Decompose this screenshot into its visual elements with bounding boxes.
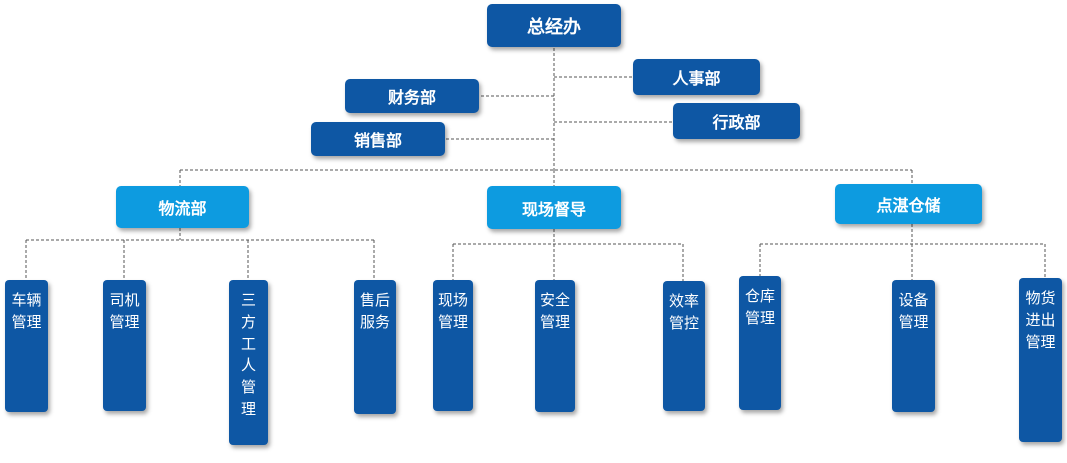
aftersales-label: 售后服务 — [359, 291, 390, 331]
unit-depot: 仓库管理 — [739, 276, 781, 410]
safety-label: 安全管理 — [539, 291, 570, 331]
unit-goods-flow: 物货进出管理 — [1019, 278, 1062, 442]
node-finance: 财务部 — [345, 79, 479, 113]
depot-label: 仓库管理 — [744, 287, 775, 327]
unit-site: 现场管理 — [433, 280, 473, 411]
unit-efficiency: 效率管控 — [663, 281, 705, 411]
efficiency-label: 效率管控 — [668, 292, 699, 332]
finance-label: 财务部 — [387, 88, 436, 107]
hr-label: 人事部 — [672, 69, 721, 88]
site-label: 现场管理 — [437, 291, 468, 331]
logistics-label: 物流部 — [158, 199, 207, 218]
unit-equipment: 设备管理 — [892, 280, 935, 412]
sales-label: 销售部 — [353, 131, 402, 150]
unit-aftersales: 售后服务 — [354, 280, 396, 414]
root-label: 总经办 — [527, 16, 581, 38]
goods-flow-label: 物货进出管理 — [1025, 289, 1056, 351]
admin-label: 行政部 — [712, 113, 761, 132]
unit-vehicle: 车辆管理 — [5, 280, 48, 412]
node-hr: 人事部 — [633, 59, 760, 95]
vehicle-label: 车辆管理 — [11, 291, 42, 331]
third-party-workers-label: 三方工人管理 — [240, 291, 256, 418]
supervision-label: 现场督导 — [521, 199, 586, 219]
node-sales: 销售部 — [311, 122, 445, 156]
unit-third-party-workers: 三方工人管理 — [229, 280, 268, 445]
node-logistics: 物流部 — [116, 186, 249, 228]
node-admin: 行政部 — [673, 103, 800, 139]
warehouse-label: 点湛仓储 — [876, 196, 941, 215]
node-warehouse: 点湛仓储 — [835, 184, 982, 224]
node-supervision: 现场督导 — [487, 186, 621, 229]
unit-safety: 安全管理 — [535, 280, 575, 412]
equipment-label: 设备管理 — [898, 291, 929, 331]
root-node: 总经办 — [487, 4, 621, 47]
unit-driver: 司机管理 — [103, 280, 146, 411]
driver-label: 司机管理 — [109, 291, 140, 331]
